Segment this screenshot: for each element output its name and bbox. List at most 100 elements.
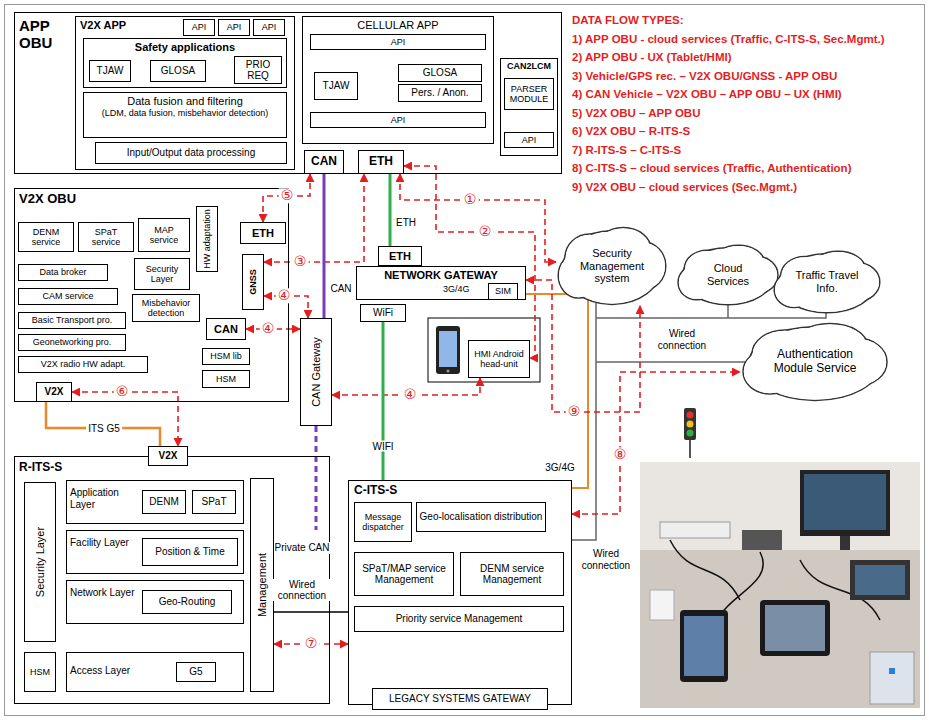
- component-box: Data broker: [18, 264, 108, 281]
- node-text: SIM: [495, 286, 511, 296]
- flow-type-note: 4) CAN Vehicle – V2X OBU – APP OBU – UX …: [572, 88, 842, 102]
- container-box: C-ITS-SMessage dispatcherGeo-localisatio…: [348, 480, 572, 705]
- radio-link: [46, 402, 160, 446]
- connector-label: ETH: [394, 217, 418, 228]
- component-box: HSM: [202, 370, 250, 388]
- connector-label: ③: [292, 254, 309, 269]
- connector-label: ⑧: [612, 447, 629, 462]
- lab-photo: [640, 462, 920, 708]
- connector-label: ②: [477, 224, 494, 239]
- node-text: ETH: [252, 227, 274, 240]
- photo-ground: [640, 462, 920, 708]
- photo-tablet: [680, 610, 728, 682]
- component-box: API: [183, 19, 215, 36]
- node-text: V2X OBU: [19, 192, 99, 207]
- photo-monitor-screen: [804, 474, 886, 530]
- data-flow-arrow: [72, 392, 178, 446]
- node-text: SPaT: [201, 496, 226, 508]
- node-text: API: [391, 37, 406, 47]
- container-box: V2X OBUDENM serviceSPaT serviceMAP servi…: [14, 188, 289, 402]
- node-text: Access Layer: [70, 665, 160, 677]
- node-text: Safety applications: [88, 41, 282, 54]
- component-box: GLOSA: [398, 64, 482, 82]
- container-box: APP OBUV2X APPAPIAPIAPISafety applicatio…: [14, 12, 562, 174]
- component-box: Geo-Routing: [142, 590, 232, 614]
- node-text: API: [391, 115, 406, 125]
- node-text: SPaT service: [81, 227, 131, 248]
- node-text: WiFi: [373, 307, 393, 319]
- node-text: Authentication Module Service: [763, 348, 868, 376]
- component-box: Priority service Management: [354, 606, 564, 632]
- node-text: Network Layer: [70, 587, 136, 599]
- photo-inset: [870, 652, 914, 704]
- node-text: PARSER MODULE: [507, 84, 551, 105]
- photo-head-unit: [850, 560, 910, 600]
- connector-label: ⑤: [279, 188, 296, 203]
- component-box: SIM: [488, 283, 518, 300]
- component-box: ETH: [240, 222, 286, 244]
- node-text: V2X: [45, 386, 64, 398]
- container-box: Facility LayerPosition & Time: [66, 530, 244, 574]
- cellular-link: [526, 294, 588, 488]
- container-box: Access LayerG5: [66, 652, 244, 692]
- node-text: 3G/4G: [443, 284, 470, 294]
- container-box: CAN2LCMPARSER MODULEAPI: [500, 58, 558, 156]
- container-box: NETWORK GATEWAY3G/4GSIM: [356, 266, 526, 300]
- cloud-stroke: [774, 251, 880, 312]
- node-text: Traffic Travel Info.: [789, 269, 866, 294]
- connector-label: ①: [462, 192, 479, 207]
- flow-type-note: 5) V2X OBU – APP OBU: [572, 107, 700, 121]
- component-box: Pers. / Anon.: [398, 84, 482, 102]
- traffic-light: [684, 408, 696, 440]
- cloud-stroke: [678, 245, 778, 305]
- component-box: Basic Transport pro.: [18, 312, 126, 329]
- node-text: ETH: [369, 155, 393, 169]
- connector-label: CAN: [328, 283, 353, 294]
- cloud-shape: Traffic Travel Info.: [772, 250, 882, 314]
- component-box: SPaT service: [78, 222, 134, 252]
- link-label: Wired connection: [653, 328, 711, 352]
- node-text: CAN Gateway: [310, 337, 323, 407]
- wifi-link: [382, 322, 385, 480]
- component-box: API: [310, 112, 486, 128]
- flow-type-note: 3) Vehicle/GPS rec. – V2X OBU/GNSS - APP…: [572, 70, 837, 84]
- cloud-shape: Security Management system: [556, 226, 668, 306]
- component-box: SPaT: [192, 490, 236, 514]
- photo-inset-led: [889, 668, 895, 674]
- connector-label: ITS G5: [86, 423, 122, 434]
- photo-tablet-screen: [765, 605, 825, 651]
- container-box: Network LayerGeo-Routing: [66, 580, 244, 624]
- node-text: CELLULAR APP: [307, 19, 489, 32]
- node-text: R-ITS-S: [19, 461, 89, 475]
- component-box: WiFi: [360, 304, 406, 322]
- vertical-box: GNSS: [242, 254, 264, 310]
- page-frame: [5, 5, 925, 716]
- node-text: Security Layer: [34, 527, 47, 597]
- flow-type-note: 6) V2X OBU – R-ITS-S: [572, 125, 690, 139]
- flow-type-note: 9) V2X OBU – cloud services (Sec.Mgmt.): [572, 181, 797, 195]
- node-text: V2X radio HW adapt.: [41, 359, 126, 369]
- component-box: Position & Time: [142, 538, 238, 566]
- phone-icon: [436, 326, 460, 374]
- node-text: API: [227, 22, 242, 32]
- vertical-box: CAN Gateway: [300, 318, 332, 426]
- data-flow-arrow: [400, 174, 556, 262]
- connector-label: ④: [402, 387, 419, 402]
- photo-device: [650, 590, 674, 620]
- component-box: PARSER MODULE: [504, 78, 554, 110]
- component-box: ETH: [358, 150, 404, 174]
- node-text: HW adaptation: [202, 209, 212, 269]
- node-text: API: [192, 22, 207, 32]
- flow-type-note: 2) APP OBU - UX (Tablet/HMI): [572, 51, 732, 65]
- data-flow-arrow: [572, 372, 740, 514]
- cloud-shape: Authentication Module Service: [740, 322, 890, 402]
- component-box: HMI Android head-unit: [468, 340, 530, 378]
- node-text: Basic Transport pro.: [32, 315, 113, 325]
- node-text: CAM service: [42, 291, 93, 301]
- component-box: API: [310, 34, 486, 50]
- node-text: Geo-Routing: [159, 596, 216, 608]
- container-box: CELLULAR APP API TJAW GLOSA Pers. / Anon. API: [302, 16, 494, 144]
- node-text: TJAW: [323, 80, 350, 92]
- component-box: HSM lib: [202, 348, 250, 365]
